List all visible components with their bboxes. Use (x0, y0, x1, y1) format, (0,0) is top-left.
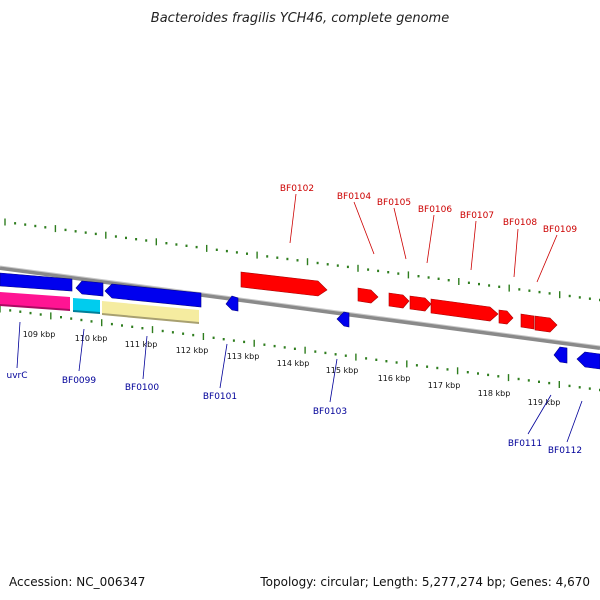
scale-label: 117 kbp (428, 381, 461, 390)
gene-bf0108[interactable] (498, 309, 514, 325)
scale-label: 114 kbp (277, 359, 310, 368)
scale-label: 113 kbp (227, 352, 260, 361)
gene-bf0107[interactable] (430, 298, 499, 322)
scale-label: 115 kbp (326, 366, 359, 375)
accession-text: Accession: NC_006347 (9, 575, 145, 589)
scale-label: 119 kbp (528, 398, 561, 407)
scale-label: 109 kbp (23, 330, 56, 339)
gene-label-bf0107[interactable]: BF0107 (460, 211, 494, 221)
gene-label-bf0106[interactable]: BF0106 (418, 205, 453, 215)
gene-bf0099[interactable] (75, 280, 104, 297)
gene-bf0109a[interactable] (520, 313, 535, 330)
gene-label-bf0112[interactable]: BF0112 (548, 446, 582, 456)
yellow-feature[interactable] (102, 301, 199, 323)
gene-label-bf0109[interactable]: BF0109 (543, 225, 578, 235)
genome-summary-text: Topology: circular; Length: 5,277,274 bp… (259, 575, 590, 589)
genome-backbone (0, 266, 600, 350)
gene-uvrc[interactable] (0, 272, 73, 292)
gene-label-bf0102[interactable]: BF0102 (280, 184, 314, 194)
map-title: Bacteroides fragilis YCH46, complete gen… (151, 11, 449, 26)
reverse-gene-labels: uvrC BF0099 BF0100 BF0101 BF0103 BF0111 … (6, 321, 583, 456)
gene-bf0111[interactable] (553, 346, 568, 364)
gene-label-bf0108[interactable]: BF0108 (503, 218, 538, 228)
gene-bf0109[interactable] (534, 315, 558, 333)
gene-label-bf0103[interactable]: BF0103 (313, 407, 347, 417)
gene-bf0105[interactable] (388, 292, 410, 309)
upper-tick-track (4, 218, 600, 302)
scale-label: 110 kbp (75, 334, 108, 343)
gene-label-bf0104[interactable]: BF0104 (337, 192, 372, 202)
gene-label-uvrc[interactable]: uvrC (6, 371, 27, 381)
gene-label-bf0111[interactable]: BF0111 (508, 439, 542, 449)
forward-strand-features (240, 271, 558, 333)
rna-features (0, 292, 199, 324)
gene-bf0103[interactable] (336, 311, 350, 328)
gene-label-bf0105[interactable]: BF0105 (377, 198, 411, 208)
gene-bf0112[interactable] (576, 351, 600, 370)
lower-tick-track (0, 305, 600, 392)
gene-label-bf0100[interactable]: BF0100 (125, 383, 160, 393)
scale-label: 112 kbp (176, 346, 209, 355)
gene-bf0106[interactable] (409, 295, 432, 312)
gene-bf0102[interactable] (240, 271, 328, 297)
scale-label: 111 kbp (125, 340, 158, 349)
cyan-feature[interactable] (73, 298, 100, 313)
gene-label-bf0101[interactable]: BF0101 (203, 392, 237, 402)
scale-label: 116 kbp (378, 374, 411, 383)
scale-label: 118 kbp (478, 389, 511, 398)
gene-bf0101[interactable] (225, 295, 239, 312)
gene-label-bf0099[interactable]: BF0099 (62, 376, 97, 386)
reverse-strand-features (0, 272, 600, 370)
forward-gene-labels: BF0102 BF0104 BF0105 BF0106 BF0107 BF010… (280, 184, 578, 283)
gene-bf0104[interactable] (357, 287, 379, 304)
gene-bf0100[interactable] (104, 283, 202, 308)
scale-labels: 109 kbp 110 kbp 111 kbp 112 kbp 113 kbp … (23, 330, 561, 407)
